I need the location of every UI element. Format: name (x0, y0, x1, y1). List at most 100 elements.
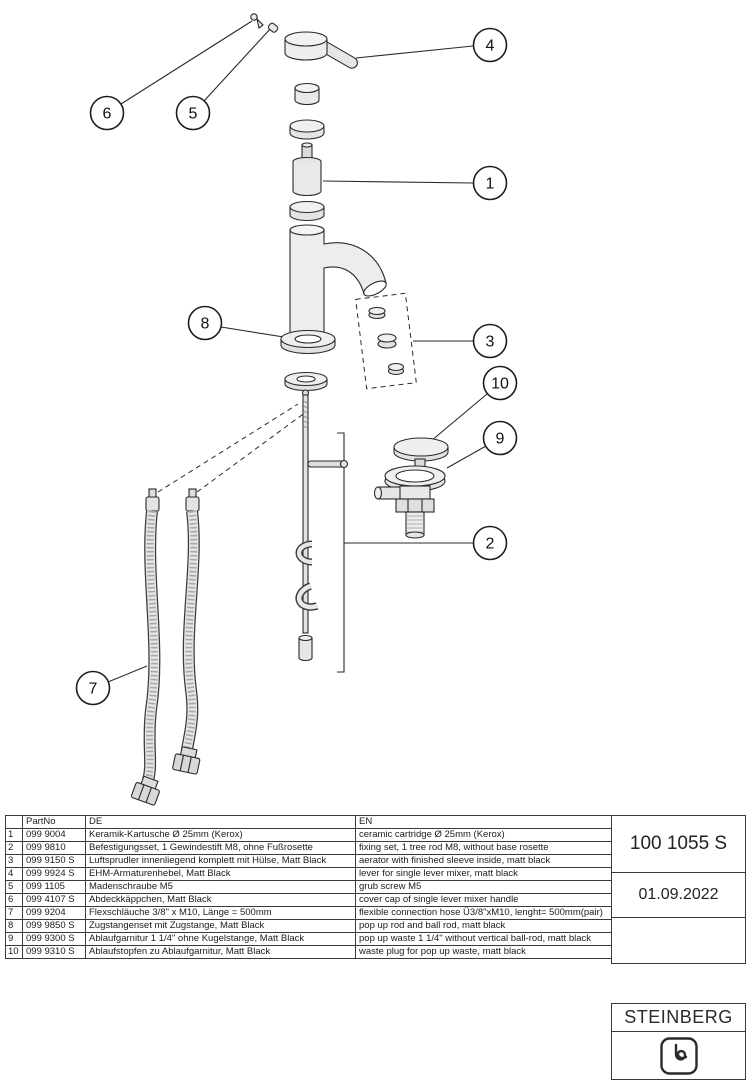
svg-text:6: 6 (103, 106, 112, 123)
svg-text:3: 3 (486, 334, 495, 351)
table-row: 8 099 9850 S Zugstangenset mit Zugstange… (5, 919, 612, 933)
pull-rod-part (301, 389, 349, 634)
cell-en: grub screw M5 (355, 880, 612, 894)
cell-pos: 5 (5, 880, 23, 894)
svg-text:5: 5 (189, 106, 198, 123)
table-row: 3 099 9150 S Luftsprudler innenliegend k… (5, 854, 612, 868)
grub-screw-part (250, 13, 264, 29)
cell-pos: 4 (5, 867, 23, 881)
callout-1: 1 (472, 165, 508, 201)
table-row: 7 099 9204 Flexschläuche 3/8" x M10, Län… (5, 906, 612, 920)
title-block: 100 1055 S 01.09.2022 (611, 815, 746, 964)
table-row: 6 099 4107 S Abdeckkäppchen, Matt Black … (5, 893, 612, 907)
cell-en: pop up rod and ball rod, matt black (355, 919, 612, 933)
cell-de: Zugstangenset mit Zugstange, Matt Black (85, 919, 356, 933)
cell-de: Keramik-Kartusche Ø 25mm (Kerox) (85, 828, 356, 842)
cell-partno: 099 9300 S (22, 932, 86, 946)
svg-text:1: 1 (486, 176, 495, 193)
cell-en: aerator with finished sleeve inside, mat… (355, 854, 612, 868)
cell-partno: 099 4107 S (22, 893, 86, 907)
table-row: 1 099 9004 Keramik-Kartusche Ø 25mm (Ker… (5, 828, 612, 842)
table-row: 9 099 9300 S Ablaufgarnitur 1 1/4" ohne … (5, 932, 612, 946)
table-row: 5 099 1105 Madenschraube M5 grub screw M… (5, 880, 612, 894)
product-code: 100 1055 S (612, 816, 745, 873)
table-row: 4 099 9924 S EHM-Armaturenhebel, Matt Bl… (5, 867, 612, 881)
callout-9: 9 (482, 420, 518, 456)
dashed-assembly-lines (157, 292, 417, 493)
cell-pos: 2 (5, 841, 23, 855)
brand-logo-area (612, 1032, 745, 1079)
flex-hose-right (172, 488, 201, 775)
cell-de: Befestigungsset, 1 Gewindestift M8, ohne… (85, 841, 356, 855)
leader-lines (107, 20, 488, 683)
base-rosette-large (280, 329, 336, 355)
cell-partno: 099 9850 S (22, 919, 86, 933)
svg-text:2: 2 (486, 536, 495, 553)
faucet-body (289, 224, 387, 340)
svg-text:8: 8 (201, 316, 210, 333)
cell-pos: 6 (5, 893, 23, 907)
cell-pos: 9 (5, 932, 23, 946)
cell-pos: 10 (5, 945, 23, 959)
cell-en: pop up waste 1 1/4" without vertical bal… (355, 932, 612, 946)
callout-5: 5 (175, 95, 211, 131)
base-rosette-small (284, 371, 328, 392)
cell-de: Ablaufgarnitur 1 1/4" ohne Kugelstange, … (85, 932, 356, 946)
table-row: 10 099 9310 S Ablaufstopfen zu Ablaufgar… (5, 945, 612, 959)
cell-partno: 099 9924 S (22, 867, 86, 881)
cell-partno: 099 9310 S (22, 945, 86, 959)
col-header-de: DE (85, 815, 356, 829)
cell-partno: 099 9004 (22, 828, 86, 842)
callout-6: 6 (89, 95, 125, 131)
table-header-row: PartNo DE EN (5, 815, 612, 829)
svg-text:10: 10 (491, 376, 509, 393)
exploded-view-drawing: 4 6 5 1 8 3 10 9 2 7 (75, 13, 518, 806)
revision-date: 01.09.2022 (612, 873, 745, 918)
handle-part (284, 31, 358, 69)
callout-8: 8 (187, 305, 223, 341)
cartridge-part (292, 142, 322, 197)
col-header-pos (5, 815, 23, 829)
cell-de: EHM-Armaturenhebel, Matt Black (85, 867, 356, 881)
cell-en: cover cap of single lever mixer handle (355, 893, 612, 907)
table-row: 2 099 9810 Befestigungsset, 1 Gewindesti… (5, 841, 612, 855)
cell-de: Flexschläuche 3/8" x M10, Länge = 500mm (85, 906, 356, 920)
rod-end-cylinder (298, 634, 313, 662)
cell-partno: 099 9204 (22, 906, 86, 920)
cell-en: flexible connection hose Ü3/8"xM10, leng… (355, 906, 612, 920)
cell-pos: 7 (5, 906, 23, 920)
brand-name: STEINBERG (612, 1004, 745, 1032)
svg-text:7: 7 (89, 681, 98, 698)
body-ring (289, 200, 325, 222)
cell-partno: 099 1105 (22, 880, 86, 894)
steinberg-logo-icon (659, 1036, 698, 1075)
aerator-part (368, 306, 405, 376)
cell-en: waste plug for pop up waste, matt black (355, 945, 612, 959)
decor-ring (289, 119, 325, 140)
cell-partno: 099 9810 (22, 841, 86, 855)
cell-en: ceramic cartridge Ø 25mm (Kerox) (355, 828, 612, 842)
pop-up-waste-body (373, 465, 446, 539)
flex-hose-left (130, 488, 161, 806)
callout-10: 10 (482, 365, 518, 401)
svg-text:4: 4 (486, 38, 495, 55)
col-header-partno: PartNo (22, 815, 86, 829)
cell-pos: 1 (5, 828, 23, 842)
cover-cap-part (267, 22, 279, 33)
parts-table: PartNo DE EN 1 099 9004 Keramik-Kartusch… (5, 815, 612, 959)
callout-3: 3 (472, 323, 508, 359)
cell-de: Luftsprudler innenliegend komplett mit H… (85, 854, 356, 868)
handle-base-cap (294, 82, 320, 106)
cell-en: fixing set, 1 tree rod M8, without base … (355, 841, 612, 855)
title-block-empty-cell (612, 918, 745, 963)
svg-text:9: 9 (496, 431, 505, 448)
cell-pos: 3 (5, 854, 23, 868)
cell-de: Madenschraube M5 (85, 880, 356, 894)
cell-pos: 8 (5, 919, 23, 933)
cell-partno: 099 9150 S (22, 854, 86, 868)
callout-7: 7 (75, 670, 111, 706)
callout-2: 2 (472, 525, 508, 561)
cell-de: Ablaufstopfen zu Ablaufgarnitur, Matt Bl… (85, 945, 356, 959)
cell-de: Abdeckkäppchen, Matt Black (85, 893, 356, 907)
